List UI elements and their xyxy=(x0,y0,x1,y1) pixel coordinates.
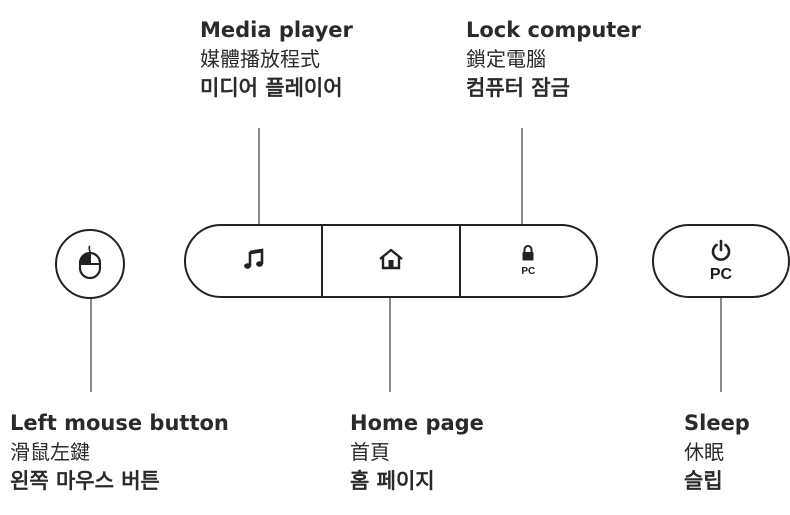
lock-computer-label-zh: 鎖定電腦 xyxy=(466,47,546,71)
home-page-label-zh: 首頁 xyxy=(350,440,390,464)
sleep-pc-label: PC xyxy=(709,265,733,283)
lock-computer-label-en: Lock computer xyxy=(466,18,641,42)
mouse-icon xyxy=(77,244,103,284)
left-mouse-label-en: Left mouse button xyxy=(10,411,229,435)
power-icon xyxy=(710,239,732,265)
sleep-button[interactable]: PC xyxy=(652,224,790,298)
sleep-label-zh: 休眠 xyxy=(684,440,724,464)
media-player-label-en: Media player xyxy=(200,18,353,42)
media-home-lock-button-group: PC xyxy=(184,224,598,298)
sleep-label-ko: 슬립 xyxy=(684,469,723,493)
music-note-icon xyxy=(243,248,265,274)
left-mouse-leader-line xyxy=(90,299,92,392)
left-mouse-button[interactable] xyxy=(55,229,125,299)
lock-computer-leader-line xyxy=(521,128,523,224)
home-page-callout: Home page 首頁 홈 페이지 xyxy=(350,413,484,492)
media-player-callout: Media player 媒體播放程式 미디어 플레이어 xyxy=(200,20,353,99)
sleep-callout: Sleep 休眠 슬립 xyxy=(684,413,750,492)
lock-icon xyxy=(521,245,535,265)
home-icon xyxy=(378,248,404,274)
sleep-leader-line xyxy=(720,298,722,392)
media-player-label-zh: 媒體播放程式 xyxy=(200,47,320,71)
media-player-label-ko: 미디어 플레이어 xyxy=(200,76,343,100)
left-mouse-callout: Left mouse button 滑鼠左鍵 왼쪽 마우스 버튼 xyxy=(10,413,229,492)
sleep-label-en: Sleep xyxy=(684,411,750,435)
home-page-label-ko: 홈 페이지 xyxy=(350,469,435,493)
lock-computer-button[interactable]: PC xyxy=(458,226,596,296)
media-player-leader-line xyxy=(258,128,260,224)
lock-pc-label: PC xyxy=(521,266,536,277)
media-player-button[interactable] xyxy=(186,226,321,296)
left-mouse-label-ko: 왼쪽 마우스 버튼 xyxy=(10,469,160,493)
left-mouse-label-zh: 滑鼠左鍵 xyxy=(10,440,90,464)
home-page-leader-line xyxy=(389,298,391,392)
lock-computer-label-ko: 컴퓨터 잠금 xyxy=(466,76,570,100)
lock-computer-callout: Lock computer 鎖定電腦 컴퓨터 잠금 xyxy=(466,20,641,99)
home-page-button[interactable] xyxy=(321,226,458,296)
home-page-label-en: Home page xyxy=(350,411,484,435)
